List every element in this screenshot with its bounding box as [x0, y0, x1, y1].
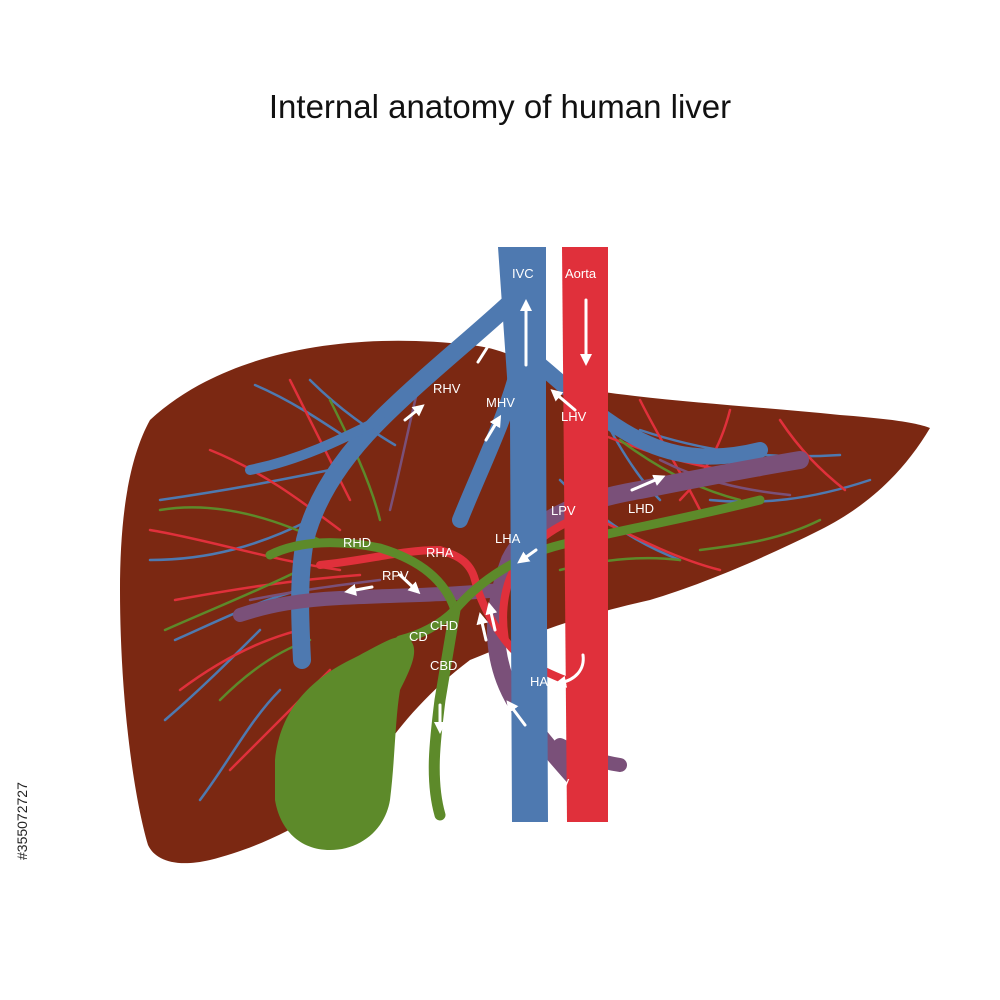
- vessel-labels: IVC Aorta RHV MHV LHV LPV LHD LHA RHD RH…: [343, 266, 654, 791]
- rha-flow-arrow: [476, 612, 489, 642]
- label-lhd: LHD: [628, 501, 654, 516]
- lhv-flow-arrow: [550, 389, 577, 412]
- rhv-flow-arrow-2: [403, 404, 425, 422]
- pv-flow-arrow: [506, 700, 527, 727]
- flow-arrows: [344, 298, 666, 734]
- label-rha: RHA: [426, 545, 454, 560]
- label-pv: PV: [552, 776, 570, 791]
- rpv-flow-arrow: [344, 584, 374, 596]
- label-cd: CD: [409, 629, 428, 644]
- label-aorta: Aorta: [565, 266, 597, 281]
- label-rpv: RPV: [382, 568, 409, 583]
- rhv-flow-arrow: [476, 334, 496, 364]
- label-ha: HA: [530, 674, 548, 689]
- label-lpv: LPV: [551, 503, 576, 518]
- ha-flow-arrow: [554, 653, 585, 688]
- lpv-flow-arrow: [630, 474, 666, 492]
- label-cbd: CBD: [430, 658, 457, 673]
- diagram-title: Internal anatomy of human liver: [268, 88, 732, 125]
- bile-ducts: [265, 495, 765, 821]
- mhv-flow-arrow: [484, 414, 502, 442]
- stock-id: #355072727: [14, 782, 30, 860]
- label-mhv: MHV: [486, 395, 515, 410]
- label-ivc: IVC: [512, 266, 534, 281]
- lha-flow-arrow: [517, 548, 538, 564]
- label-lha: LHA: [495, 531, 521, 546]
- label-chd: CHD: [430, 618, 458, 633]
- rha-flow-arrow-2: [485, 602, 498, 632]
- rhd-flow-arrow: [398, 573, 421, 595]
- label-rhd: RHD: [343, 535, 371, 550]
- label-lhv: LHV: [561, 409, 587, 424]
- label-rhv: RHV: [433, 381, 461, 396]
- ivc-vessel: [498, 247, 548, 822]
- gallbladder: [275, 636, 415, 850]
